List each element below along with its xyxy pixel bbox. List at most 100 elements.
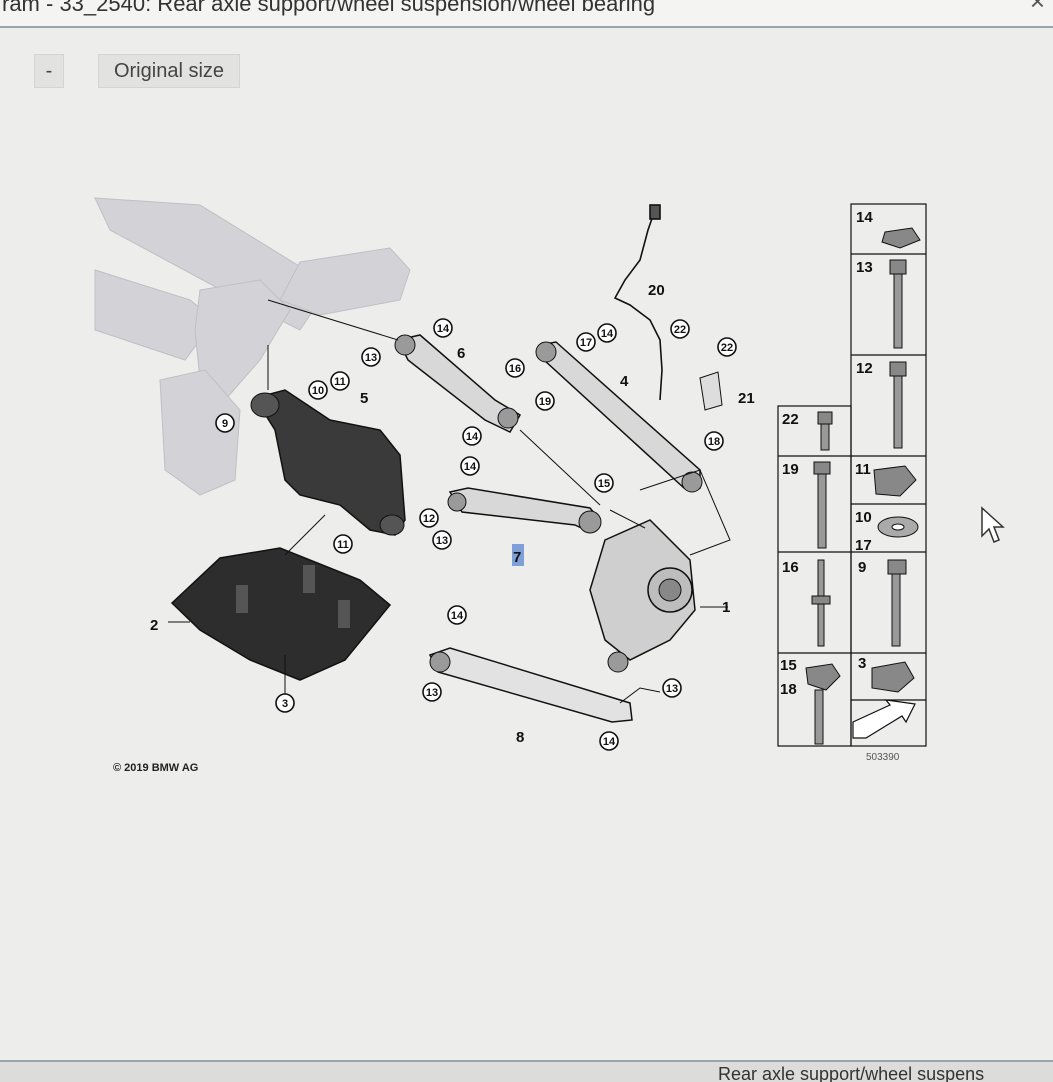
underbody-panel [170, 547, 392, 681]
svg-text:19: 19 [782, 461, 799, 478]
part-label-7: 7 [513, 549, 521, 566]
callout-13d: 13 [662, 678, 682, 698]
hex-bolt-icon [887, 559, 907, 647]
arrow-icon [852, 699, 916, 739]
callout-14b: 14 [597, 323, 617, 343]
svg-text:3: 3 [858, 655, 866, 672]
svg-text:17: 17 [580, 337, 592, 349]
bottom-bar-text: Rear axle support/wheel suspens [718, 1064, 985, 1082]
callout-11a: 11 [330, 371, 350, 391]
mouse-pointer-icon [981, 506, 1005, 543]
svg-text:14: 14 [464, 461, 477, 473]
svg-text:15: 15 [598, 478, 610, 490]
part-number-labels: 1 2 4 5 6 7 8 20 21 [150, 282, 755, 746]
flange-nut-icon [881, 227, 921, 249]
fastener-cell-22: 22 [782, 411, 833, 451]
callout-18: 18 [704, 431, 724, 451]
part-label-6: 6 [457, 345, 465, 362]
camber-link-7 [447, 487, 602, 534]
svg-text:13: 13 [856, 259, 873, 276]
eccentric-bolt-icon [805, 663, 841, 745]
image-viewer [0, 28, 1053, 1060]
part-label-4: 4 [620, 373, 629, 390]
fastener-cell-14: 14 [856, 209, 921, 249]
short-bolt-icon [817, 411, 833, 451]
callout-13c: 13 [422, 682, 442, 702]
wheel-carrier [589, 519, 696, 673]
svg-text:11: 11 [334, 376, 346, 388]
svg-text:17: 17 [855, 537, 872, 554]
svg-text:11: 11 [855, 461, 871, 478]
callout-14a: 14 [433, 318, 453, 338]
upper-link-6 [394, 334, 522, 433]
svg-text:13: 13 [365, 352, 377, 364]
callout-14f: 14 [599, 731, 619, 751]
callout-16: 16 [505, 358, 525, 378]
fastener-cell-19: 19 [782, 461, 831, 549]
svg-text:19: 19 [539, 396, 551, 408]
svg-text:10: 10 [855, 509, 872, 526]
original-size-button[interactable]: Original size [98, 54, 240, 88]
callout-10: 10 [308, 380, 328, 400]
svg-text:13: 13 [666, 683, 678, 695]
svg-text:14: 14 [603, 736, 616, 748]
fastener-cell-arrow [852, 699, 916, 739]
svg-text:3: 3 [282, 698, 288, 710]
flange-nut-icon [871, 661, 915, 693]
svg-text:18: 18 [708, 436, 720, 448]
callout-14e: 14 [447, 605, 467, 625]
fastener-cell-11: 11 [855, 461, 917, 497]
svg-text:14: 14 [856, 209, 873, 226]
svg-text:15: 15 [780, 657, 797, 674]
callout-22b: 22 [717, 337, 737, 357]
svg-text:22: 22 [721, 342, 733, 354]
svg-text:13: 13 [426, 687, 438, 699]
fastener-table [777, 203, 927, 747]
hex-bolt-icon [889, 259, 907, 349]
svg-text:9: 9 [222, 418, 228, 430]
svg-text:18: 18 [780, 681, 797, 698]
callout-19: 19 [535, 391, 555, 411]
diagram-id: 503390 [866, 752, 900, 763]
callout-14d: 14 [460, 456, 480, 476]
callout-13a: 13 [361, 347, 381, 367]
callout-22a: 22 [670, 319, 690, 339]
callout-14c: 14 [462, 426, 482, 446]
svg-text:14: 14 [466, 431, 479, 443]
callout-13b: 13 [432, 530, 452, 550]
callout-11b: 11 [333, 534, 353, 554]
svg-text:16: 16 [509, 363, 521, 375]
part-label-21: 21 [738, 390, 755, 407]
callout-15: 15 [594, 473, 614, 493]
close-icon[interactable]: × [1029, 0, 1045, 16]
svg-text:14: 14 [437, 323, 450, 335]
hex-bolt-icon [889, 361, 907, 449]
part-label-20: 20 [648, 282, 665, 299]
copyright-text: © 2019 BMW AG [113, 762, 199, 774]
fastener-cell-10-17: 10 17 [855, 509, 919, 554]
fastener-cell-15-18: 15 18 [780, 657, 841, 745]
sensor-bracket [699, 371, 723, 411]
leader-lines [168, 299, 731, 704]
fastener-cell-13: 13 [856, 259, 907, 349]
fastener-cell-12: 12 [856, 360, 907, 449]
svg-text:14: 14 [451, 610, 464, 622]
part-label-8: 8 [516, 729, 524, 746]
fastener-cell-3: 3 [858, 655, 915, 693]
svg-text:12: 12 [423, 513, 435, 525]
callout-17: 17 [576, 332, 596, 352]
callout-12: 12 [419, 508, 439, 528]
rear-axle-subframe-ghost [94, 197, 411, 496]
zoom-out-button[interactable]: - [34, 54, 64, 88]
window-title-bar: ram - 33_2540: Rear axle support/wheel s… [0, 0, 1053, 28]
hex-nut-icon [873, 465, 917, 497]
svg-text:13: 13 [436, 535, 448, 547]
svg-text:10: 10 [312, 385, 324, 397]
svg-text:9: 9 [858, 559, 866, 576]
trailing-link-8 [428, 647, 633, 723]
bottom-status-bar: Rear axle support/wheel suspens [0, 1060, 1053, 1082]
callout-3: 3 [275, 693, 295, 713]
fastener-cell-9: 9 [858, 559, 907, 647]
callout-13e: 13 [0, 0, 6, 3]
